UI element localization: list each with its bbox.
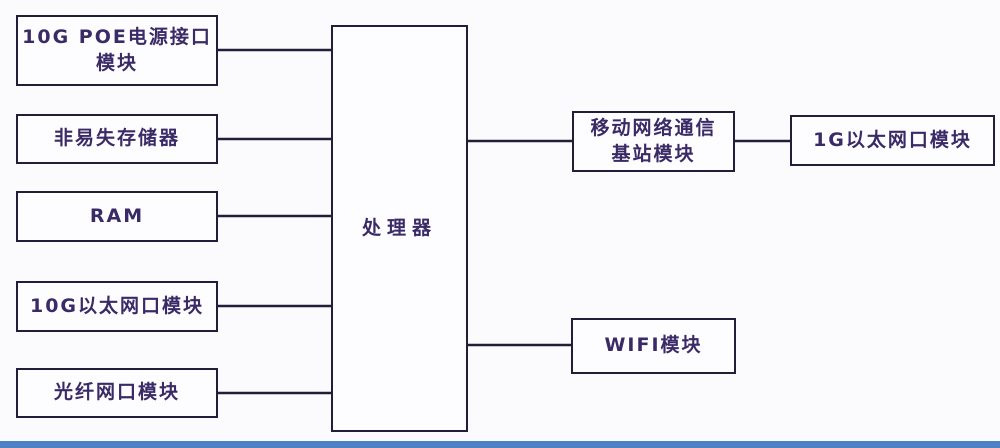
node-10g-poe-power-module: 10G POE电源接口 模块 (16, 15, 218, 86)
node-processor: 处理器 (331, 25, 468, 432)
node-nonvolatile-memory: 非易失存储器 (16, 114, 218, 164)
node-mobile-basestation-module: 移动网络通信 基站模块 (572, 111, 735, 172)
node-fiber-port-module: 光纤网口模块 (16, 368, 218, 418)
node-10g-ethernet-module: 10G以太网口模块 (16, 281, 218, 332)
node-ram: RAM (16, 191, 218, 242)
bottom-blue-bar (0, 441, 1000, 448)
node-1g-ethernet-module: 1G以太网口模块 (790, 115, 995, 166)
node-wifi-module: WIFI模块 (571, 318, 736, 374)
